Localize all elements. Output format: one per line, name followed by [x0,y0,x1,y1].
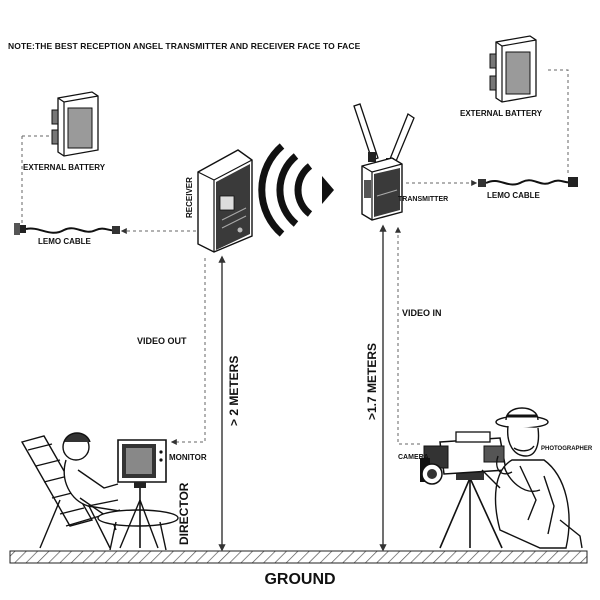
transmitter-label: TRANSMITTER [398,196,449,203]
video-out-label: VIDEO OUT [137,336,187,346]
monitor-label: MONITOR [169,453,207,462]
photographer-figure [481,407,583,549]
director-label: DIRECTOR [177,482,191,545]
lemo-cable-icon [478,177,578,187]
video-in-label: VIDEO IN [402,308,442,318]
ground-label: GROUND [264,571,336,588]
photographer-label: PHOTOGRAPHER [541,446,593,452]
lemo-cable-icon [14,223,120,235]
ground-hatching [9,550,588,564]
external-battery-left-label: EXTERNAL BATTERY [23,163,106,172]
receiver-height-label: > 2 METERS [227,355,241,426]
camera-icon [420,431,507,549]
external-battery-right-label: EXTERNAL BATTERY [460,109,543,118]
camera-label: CAMERA [398,454,429,461]
receiver-device-icon [197,149,253,253]
wireless-signal-icon [258,143,334,237]
battery-icon [51,91,99,157]
transmitter-device-icon [353,103,415,221]
lemo-cable-left-label: LEMO CABLE [38,237,91,246]
director-figure [20,432,179,551]
lemo-cable-right-label: LEMO CABLE [487,191,540,200]
monitor-icon [117,439,167,549]
placement-note: NOTE:THE BEST RECEPTION ANGEL TRANSMITTE… [8,41,361,51]
receiver-label: RECEIVER [185,177,194,218]
battery-icon [489,35,537,103]
transmitter-height-label: >1.7 METERS [365,342,379,420]
